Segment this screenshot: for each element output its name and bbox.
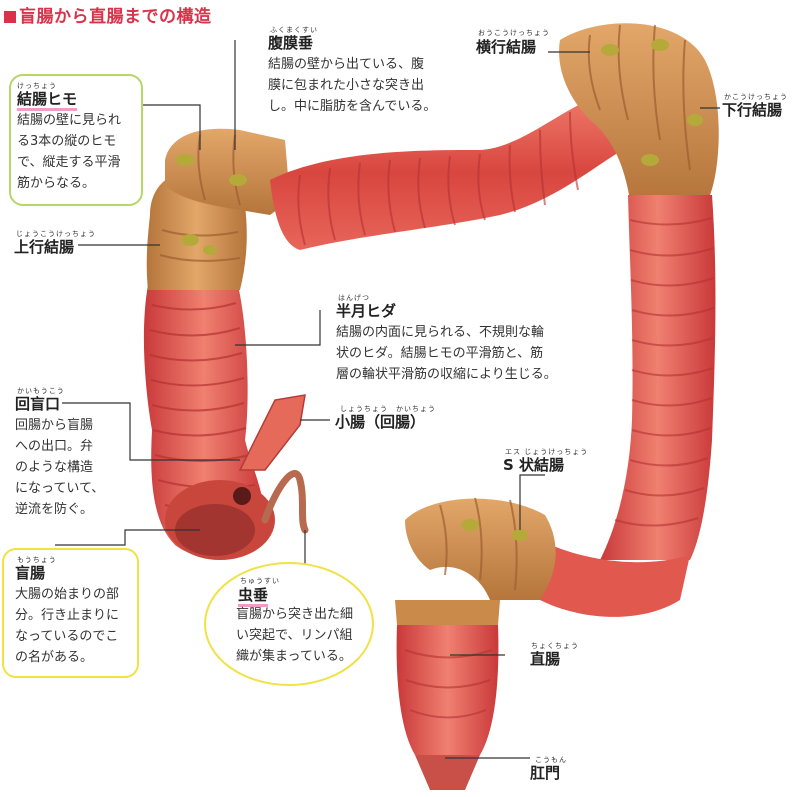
rectum-inner <box>396 625 499 755</box>
hepatic-flexure <box>165 128 290 215</box>
sigmoid-colon-ruby: エス じょうけっちょう <box>505 448 589 456</box>
small-intestine-ruby: しょうちょう かいちょう <box>340 405 436 413</box>
semilunar-folds-label: 半月ヒダ <box>336 302 397 320</box>
appendices-label: 腹膜垂 <box>268 34 314 52</box>
ileocecal-ruby: かいもうこう <box>17 387 65 395</box>
taenia-coli-label: 結腸ヒモ <box>17 88 78 111</box>
semilunar-folds-ruby: はんげつ <box>338 294 370 302</box>
appendix-ruby: ちゅうすい <box>240 577 280 585</box>
appendix-label: 虫垂 <box>238 584 269 607</box>
anus-shape <box>415 755 480 790</box>
descending-colon-inner <box>600 195 716 560</box>
descending-colon-ruby: かこうけっちょう <box>724 93 788 101</box>
rectum-top <box>395 600 500 625</box>
semilunar-folds-description: 結腸の内面に見られる、不規則な輪 状のヒダ。結腸ヒモの平滑筋と、筋 層の輪状平滑… <box>336 325 557 382</box>
ileocecal-description: 回腸から盲腸 への出口。弁 のような構造 になっていて、 逆流を防ぐ。 <box>15 418 105 517</box>
rectum-ruby: ちょくちょう <box>531 642 579 650</box>
appendix-ellipse <box>204 562 374 686</box>
appendix-description: 盲腸から突き出た細 い突起で、リンパ組 織が集まっている。 <box>236 607 354 664</box>
taenia-coli-box <box>9 74 143 206</box>
taenia-coli-description: 結腸の壁に見られ る3本の縦のヒモ で、縦走する平滑 筋からなる。 <box>17 113 122 191</box>
semilunar-folds-descending <box>614 217 715 527</box>
sigmoid-colon-outer <box>405 498 556 600</box>
ascending-colon-ruby: じょうこうけっちょう <box>16 230 96 238</box>
semilunar-folds-transverse <box>297 111 579 246</box>
title-square-icon <box>4 11 16 23</box>
transverse-colon-ruby: おうこうけっちょう <box>478 29 550 37</box>
cecum-description: 大腸の始まりの部 分。行き止まりに なっているのでこ の名がある。 <box>15 587 120 665</box>
appendices-ruby: ふくまくすい <box>270 26 318 34</box>
appendices-description: 結腸の壁から出ている、腹 膜に包まれた小さな突き出 し。中に脂肪を含んでいる。 <box>268 57 437 114</box>
leader-lines <box>55 40 720 759</box>
sigmoid-colon-inner <box>540 540 690 617</box>
haustra-lines <box>159 24 691 262</box>
cecum-label: 盲腸 <box>15 564 46 582</box>
cecum-box <box>2 548 139 678</box>
sigmoid-colon-label: S 状結腸 <box>503 456 565 474</box>
appendix-shape <box>261 470 309 534</box>
anus-ruby: こうもん <box>535 756 567 764</box>
taenia-coli-ruby: けっちょう <box>17 82 57 90</box>
appendices-epiploicae <box>175 39 703 541</box>
ileocecal-opening <box>233 487 251 505</box>
small-intestine-label: 小腸（回腸） <box>335 413 426 431</box>
transverse-colon-inner <box>270 95 640 250</box>
rectum-label: 直腸 <box>530 650 561 668</box>
ileum-shape <box>238 394 306 471</box>
cecum-ruby: もうちょう <box>17 556 57 564</box>
splenic-flexure <box>559 23 719 201</box>
descending-colon-label: 下行結腸 <box>722 101 783 119</box>
transverse-colon-label: 横行結腸 <box>476 38 537 56</box>
anus-label: 肛門 <box>530 764 561 782</box>
ascending-colon-label: 上行結腸 <box>14 238 75 256</box>
page-title: 盲腸から直腸までの構造 <box>4 2 212 27</box>
ileocecal-label: 回盲口 <box>15 395 61 413</box>
